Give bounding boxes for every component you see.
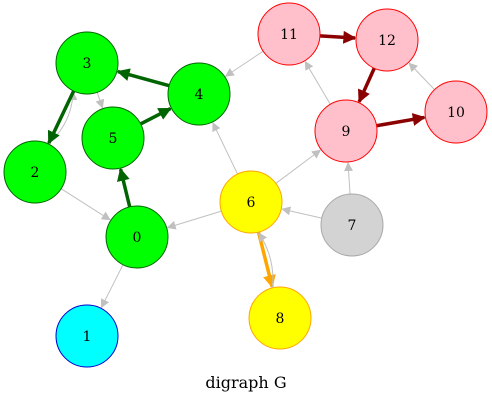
edges bbox=[47, 30, 435, 309]
node-11-circle bbox=[257, 2, 321, 66]
edge-0-to-5 bbox=[116, 167, 132, 208]
edge-6-to-9 bbox=[275, 149, 322, 184]
edge-2-to-0 bbox=[60, 188, 111, 221]
node-2-circle bbox=[3, 140, 67, 204]
node-11: 11 bbox=[257, 2, 321, 66]
node-0-label: 0 bbox=[133, 230, 142, 246]
node-5: 5 bbox=[81, 106, 145, 170]
node-4: 4 bbox=[167, 62, 231, 126]
edge-6-to-4 bbox=[212, 122, 239, 175]
node-7-label: 7 bbox=[348, 218, 357, 234]
edge-0-to-1 bbox=[100, 264, 124, 309]
node-2: 2 bbox=[3, 140, 67, 204]
node-7: 7 bbox=[320, 193, 384, 257]
node-3-label: 3 bbox=[83, 56, 92, 72]
node-1-label: 1 bbox=[83, 329, 92, 345]
node-3-circle bbox=[55, 31, 119, 95]
node-3: 3 bbox=[55, 31, 119, 95]
node-6-label: 6 bbox=[247, 195, 256, 211]
node-0-circle bbox=[105, 205, 169, 269]
edge-5-to-4 bbox=[139, 107, 172, 126]
node-12-label: 12 bbox=[378, 33, 396, 49]
edge-7-to-9 bbox=[344, 162, 354, 195]
node-10: 10 bbox=[424, 80, 488, 144]
edge-3-to-2 bbox=[47, 90, 76, 145]
node-8-circle bbox=[248, 286, 312, 350]
edge-6-to-0 bbox=[166, 210, 222, 230]
node-9: 9 bbox=[314, 99, 378, 163]
edge-9-to-10 bbox=[376, 113, 426, 128]
edge-9-to-11 bbox=[304, 60, 331, 105]
node-5-label: 5 bbox=[109, 131, 118, 147]
node-10-circle bbox=[424, 80, 488, 144]
edge-12-to-9 bbox=[357, 67, 376, 104]
node-1-circle bbox=[55, 304, 119, 368]
node-6: 6 bbox=[219, 170, 283, 234]
node-4-label: 4 bbox=[195, 87, 204, 103]
node-2-label: 2 bbox=[31, 165, 40, 181]
node-8: 8 bbox=[248, 286, 312, 350]
edge-11-to-4 bbox=[224, 50, 264, 77]
edge-7-to-6 bbox=[281, 206, 322, 219]
node-12-circle bbox=[355, 8, 419, 72]
node-1: 1 bbox=[55, 304, 119, 368]
edge-8-to-6 bbox=[258, 232, 274, 288]
node-5-circle bbox=[81, 106, 145, 170]
node-11-label: 11 bbox=[280, 27, 298, 43]
node-8-label: 8 bbox=[276, 311, 285, 327]
node-0: 0 bbox=[105, 205, 169, 269]
node-12: 12 bbox=[355, 8, 419, 72]
edge-3-to-5 bbox=[95, 92, 105, 109]
node-9-label: 9 bbox=[342, 124, 351, 140]
edge-11-to-12 bbox=[319, 30, 357, 44]
edge-4-to-3 bbox=[116, 68, 170, 88]
node-4-circle bbox=[167, 62, 231, 126]
node-10-label: 10 bbox=[447, 105, 465, 121]
node-6-circle bbox=[219, 170, 283, 234]
node-7-circle bbox=[320, 193, 384, 257]
graph-caption: digraph G bbox=[205, 373, 286, 392]
edge-10-to-12 bbox=[408, 62, 435, 90]
node-9-circle bbox=[314, 99, 378, 163]
